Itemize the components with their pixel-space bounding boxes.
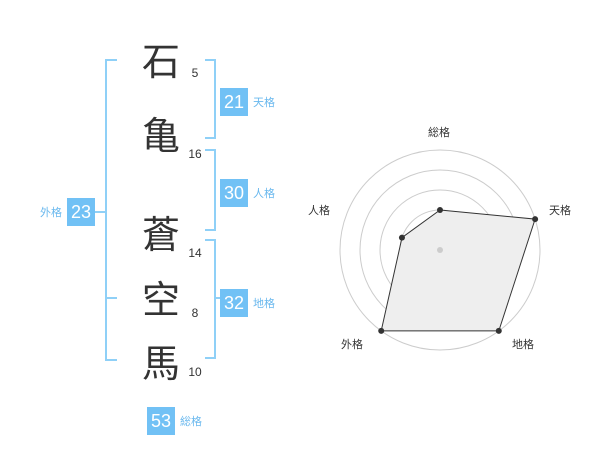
soukaku-result: 53 総格 — [147, 407, 202, 435]
radar-point — [398, 234, 405, 241]
fortune-radar-chart — [339, 149, 541, 351]
soukaku-value: 53 — [147, 407, 175, 435]
chikaku-result: 32 地格 — [220, 289, 275, 317]
stroke-count-1: 5 — [191, 66, 199, 80]
radar-axis-label-chikaku: 地格 — [512, 338, 534, 351]
radar-point — [378, 327, 385, 334]
tenkaku-value: 21 — [220, 88, 248, 116]
gaikaku-value: 23 — [67, 198, 95, 226]
radar-axis-label-gaikaku: 外格 — [341, 338, 363, 351]
radar-axis-label-soukaku: 総格 — [428, 126, 450, 139]
stroke-count-4: 8 — [191, 306, 199, 320]
gaikaku-result: 外格 23 — [40, 198, 95, 226]
radar-ring — [339, 149, 541, 351]
tenkaku-label: 天格 — [253, 96, 275, 109]
jinkaku-label: 人格 — [253, 187, 275, 200]
radar-point — [532, 216, 539, 223]
radar-center — [437, 247, 443, 253]
name-character-4: 空 — [141, 278, 180, 322]
radar-axis-label-tenkaku: 天格 — [549, 204, 571, 217]
radar-points — [378, 207, 539, 334]
tenkaku-bracket — [205, 59, 216, 139]
chikaku-value: 32 — [220, 289, 248, 317]
chikaku-bracket — [205, 239, 216, 359]
jinkaku-value: 30 — [220, 179, 248, 207]
jinkaku-result: 30 人格 — [220, 179, 275, 207]
gaikaku-bracket — [105, 59, 117, 361]
name-character-3: 蒼 — [141, 213, 180, 257]
radar-point — [495, 327, 502, 334]
chikaku-label: 地格 — [253, 297, 275, 310]
radar-area — [380, 209, 536, 332]
tenkaku-result: 21 天格 — [220, 88, 275, 116]
stroke-count-5: 10 — [188, 365, 202, 379]
name-character-5: 馬 — [141, 342, 180, 386]
stroke-count-2: 16 — [188, 147, 202, 161]
jinkaku-bracket — [205, 149, 216, 231]
stroke-count-3: 14 — [188, 246, 202, 260]
radar-axis-label-jinkaku: 人格 — [308, 204, 330, 217]
name-character-1: 石 — [141, 40, 180, 84]
radar-point — [437, 207, 443, 213]
soukaku-label: 総格 — [180, 415, 202, 428]
name-character-2: 亀 — [141, 114, 180, 158]
gaikaku-label: 外格 — [40, 206, 62, 219]
